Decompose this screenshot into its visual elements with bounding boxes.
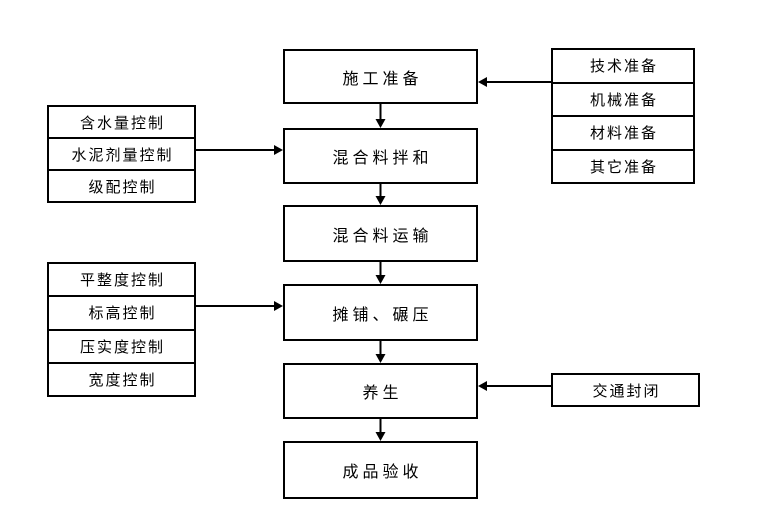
- node-label: 摊铺、碾压: [332, 306, 433, 324]
- cell-label: 机械准备: [589, 92, 658, 109]
- mixing-control-cell: 含水量控制: [49, 107, 194, 139]
- cell-label: 级配控制: [88, 179, 157, 196]
- node-label: 成品验收: [342, 464, 423, 481]
- cell-label: 平整度控制: [79, 273, 165, 290]
- node-construction-preparation: 施工准备: [283, 49, 478, 104]
- arrow-mixing-controls-to-mixing: [196, 145, 283, 155]
- preparation-cell: 技术准备: [553, 50, 693, 84]
- cell-label: 标高控制: [88, 306, 157, 323]
- preparation-cell: 其它准备: [553, 151, 693, 183]
- preparation-cell: 材料准备: [553, 117, 693, 151]
- paving-controls-group: 平整度控制 标高控制 压实度控制 宽度控制: [47, 262, 196, 397]
- cell-label: 技术准备: [589, 59, 658, 76]
- cell-label: 宽度控制: [88, 372, 157, 389]
- node-label: 养生: [362, 385, 403, 402]
- arrow-mixing-to-transport: [375, 183, 386, 205]
- cell-label: 其它准备: [589, 159, 658, 176]
- node-mixture-transport: 混合料运输: [283, 205, 478, 262]
- preparation-group: 技术准备 机械准备 材料准备 其它准备: [551, 48, 695, 184]
- arrow-paving-to-curing: [375, 340, 386, 363]
- arrow-paving-controls-to-paving: [196, 301, 283, 311]
- paving-control-cell: 宽度控制: [49, 364, 194, 395]
- arrow-traffic-to-curing: [478, 381, 551, 391]
- paving-control-cell: 标高控制: [49, 297, 194, 331]
- paving-control-cell: 平整度控制: [49, 264, 194, 298]
- cell-label: 含水量控制: [79, 115, 165, 132]
- paving-control-cell: 压实度控制: [49, 331, 194, 364]
- node-label: 施工准备: [342, 70, 423, 88]
- node-traffic-closure: 交通封闭: [551, 373, 700, 407]
- node-paving-rolling: 摊铺、碾压: [283, 284, 478, 341]
- node-curing: 养生: [283, 363, 478, 419]
- node-label: 混合料运输: [332, 227, 433, 245]
- cell-label: 水泥剂量控制: [71, 147, 174, 164]
- mixing-control-cell: 级配控制: [49, 171, 194, 201]
- arrow-curing-to-acceptance: [375, 418, 386, 441]
- arrow-transport-to-paving: [375, 261, 386, 284]
- preparation-cell: 机械准备: [553, 84, 693, 117]
- mixing-controls-group: 含水量控制 水泥剂量控制 级配控制: [47, 105, 196, 203]
- cell-label: 压实度控制: [79, 339, 165, 356]
- node-mixture-mixing: 混合料拌和: [283, 128, 478, 184]
- cell-label: 材料准备: [589, 126, 658, 143]
- arrow-prep-to-mixing: [375, 103, 386, 128]
- mixing-control-cell: 水泥剂量控制: [49, 139, 194, 171]
- arrow-prep-group-to-prep: [478, 77, 551, 87]
- node-product-acceptance: 成品验收: [283, 441, 478, 499]
- node-label: 混合料拌和: [332, 150, 433, 167]
- node-label: 交通封闭: [592, 383, 661, 400]
